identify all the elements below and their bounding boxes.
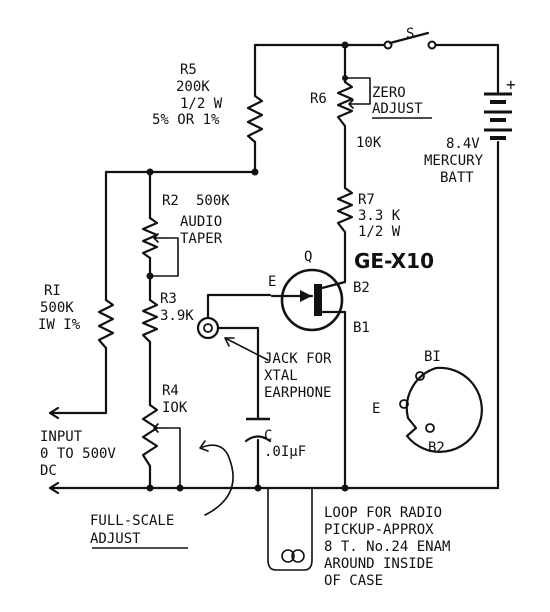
r6-label-zero: ZERO [372, 85, 406, 101]
r3-value: 3.9K [160, 308, 194, 324]
r5-name: R5 [180, 62, 197, 78]
transistor-pinout-diagram [399, 366, 483, 453]
battery-type-batt: BATT [440, 170, 474, 186]
transistor-e-label: E [268, 274, 276, 290]
resistor-r4-symbol [141, 403, 159, 468]
battery-type-mercury: MERCURY [424, 153, 484, 169]
r1-name: RI [44, 283, 61, 299]
r7-name: R7 [358, 192, 375, 208]
resistor-r6-symbol [336, 80, 354, 128]
input-label-line3: DC [40, 463, 57, 479]
r7-watt: 1/2 W [358, 224, 401, 240]
ujt-transistor-symbol [270, 268, 347, 332]
r4-value: IOK [162, 400, 188, 416]
cap-name: C [264, 428, 272, 444]
fullscale-label-line2: ADJUST [90, 531, 141, 547]
switch-s-symbol [383, 31, 437, 50]
loop-label-line3: 8 T. No.24 ENAM [324, 539, 450, 555]
input-label-line1: INPUT [40, 429, 83, 445]
r1-value: 500K [40, 300, 74, 316]
r5-value: 200K [176, 79, 210, 95]
input-arrow-icons [48, 406, 60, 495]
battery-symbol [484, 92, 512, 140]
r2-name: R2 [162, 193, 179, 209]
r4-wiper-arrow-icon [153, 423, 163, 433]
resistor-r5-symbol [246, 94, 264, 144]
fullscale-label-line1: FULL-SCALE [90, 513, 174, 529]
r6-wiper-arrow-icon [348, 99, 358, 109]
input-label-line2: 0 TO 500V [40, 446, 116, 462]
transistor-model: GE-X10 [354, 249, 434, 273]
battery-voltage: 8.4V [446, 136, 480, 152]
transistor-b2-label: B2 [353, 280, 370, 296]
r2-label-audio: AUDIO [180, 214, 222, 230]
r3-name: R3 [160, 291, 177, 307]
cap-value: .0IμF [264, 444, 306, 460]
r5-tolerance: 5% OR 1% [152, 112, 220, 128]
wires [48, 43, 500, 561]
transistor-b1-label: B1 [353, 320, 370, 336]
r1-watt: IW I% [38, 317, 81, 333]
resistor-r1-symbol [97, 298, 115, 350]
loop-label-line1: LOOP FOR RADIO [324, 505, 442, 521]
jack-label-line2: XTAL [264, 368, 298, 384]
r4-name: R4 [162, 383, 179, 399]
battery-plus: + [506, 75, 516, 94]
loop-label-line4: AROUND INSIDE [324, 556, 434, 572]
earphone-jack-symbol[interactable] [196, 316, 220, 340]
pinout-e-label: E [372, 401, 380, 417]
r6-value: 10K [356, 135, 382, 151]
resistor-r7-symbol [336, 186, 354, 234]
radio-loop-coil-symbol [267, 549, 313, 571]
r2-wiper-arrow-icon [153, 233, 163, 243]
jack-label-line1: JACK FOR [264, 351, 332, 367]
resistor-r3-symbol [141, 298, 159, 344]
r6-label-adjust: ADJUST [372, 101, 423, 117]
loop-label-line2: PICKUP-APPROX [324, 522, 434, 538]
pinout-b1-label: BI [424, 349, 441, 365]
pinout-b2-label: B2 [428, 440, 445, 456]
resistor-r2-symbol [141, 216, 159, 260]
r6-name: R6 [310, 91, 327, 107]
r2-value: 500K [196, 193, 230, 209]
r2-label-taper: TAPER [180, 231, 223, 247]
transistor-q-label: Q [304, 249, 312, 265]
r7-value: 3.3 K [358, 208, 401, 224]
loop-label-line5: OF CASE [324, 573, 383, 589]
switch-name: S [406, 26, 414, 42]
capacitor-c-symbol [244, 417, 272, 443]
junction-dots [146, 41, 349, 492]
full-scale-pointer-arrow-icon [199, 440, 234, 516]
jack-pointer-arrow-icon [224, 337, 269, 361]
r5-watt: 1/2 W [180, 96, 223, 112]
jack-label-line3: EARPHONE [264, 385, 331, 401]
